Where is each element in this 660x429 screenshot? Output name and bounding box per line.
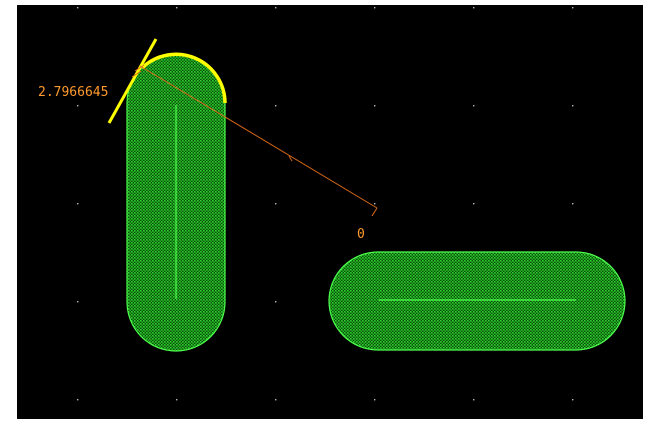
grid-dot bbox=[374, 203, 376, 205]
dimension-annotation[interactable]: 2.7966645 0 bbox=[38, 64, 378, 242]
grid-dot bbox=[275, 105, 277, 107]
cad-viewport[interactable]: 2.7966645 0 bbox=[17, 5, 643, 419]
grid-dot bbox=[275, 203, 277, 205]
grid-dot bbox=[572, 399, 574, 401]
highlighted-arc bbox=[140, 52, 227, 104]
grid-dot bbox=[77, 7, 79, 9]
vertical-slot-pad[interactable] bbox=[126, 53, 226, 352]
horizontal-slot-pad[interactable] bbox=[328, 251, 626, 351]
dimension-end-tick bbox=[371, 207, 378, 217]
grid-dot bbox=[473, 105, 475, 107]
selected-arc-highlight[interactable] bbox=[107, 38, 227, 124]
grid-dot bbox=[176, 7, 178, 9]
grid-dot bbox=[77, 399, 79, 401]
dimension-start-tick-a bbox=[134, 64, 145, 72]
grid-dot bbox=[374, 7, 376, 9]
grid-dot bbox=[275, 399, 277, 401]
horizontal-slot-body bbox=[328, 251, 626, 351]
dimension-mid-tick bbox=[288, 155, 293, 162]
grid-dot bbox=[77, 301, 79, 303]
tangent-marker-line bbox=[107, 38, 158, 124]
grid-dot bbox=[176, 399, 178, 401]
grid-dot bbox=[77, 203, 79, 205]
grid-dot bbox=[572, 105, 574, 107]
dimension-value-label: 2.7966645 bbox=[38, 85, 108, 100]
grid-dot bbox=[572, 7, 574, 9]
grid-dot bbox=[473, 203, 475, 205]
dimension-start-tick-b bbox=[131, 70, 142, 78]
grid-dot bbox=[275, 301, 277, 303]
dimension-end-label: 0 bbox=[357, 227, 365, 242]
grid-dot bbox=[374, 399, 376, 401]
dimension-leader-line bbox=[139, 65, 378, 209]
grid-dot bbox=[374, 105, 376, 107]
grid-dot bbox=[473, 7, 475, 9]
grid-dot bbox=[77, 105, 79, 107]
grid-dot bbox=[275, 7, 277, 9]
grid-dot bbox=[572, 203, 574, 205]
drawing-surface[interactable]: 2.7966645 0 bbox=[17, 5, 643, 419]
grid-dot bbox=[473, 399, 475, 401]
